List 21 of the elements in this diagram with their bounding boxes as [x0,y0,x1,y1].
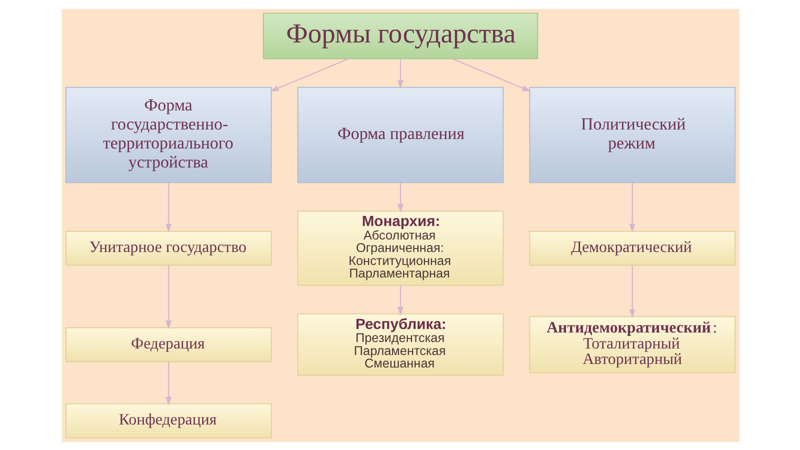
node-box: Форма правления [296,86,504,183]
arrow [270,58,348,92]
arrow [396,58,404,88]
arrow [628,182,635,232]
node-box: Монархия: Абсолютная Ограниченная: Конституционная Парламентарная [296,210,504,286]
arrow [396,182,404,212]
node-box: Унитарное государство [64,230,272,266]
arrow [628,264,635,318]
arrow [452,58,530,92]
node-box: Антидемократический: Тоталитарный Авторитарный [528,316,736,373]
node-box: Конфедерация [64,402,272,438]
node-box: Федерация [64,326,272,362]
node-box: Демократический [528,230,736,266]
node-box: Политический режим [528,86,736,183]
arrow [165,264,172,329]
node-box: Республика: Президентская Парламентская Смешанная [296,312,504,376]
arrow [165,361,172,405]
node-box: Форма государственно-территориального устройства [64,86,272,183]
node-box: Формы государства [262,12,538,59]
arrow [396,284,404,316]
arrow [165,182,172,232]
